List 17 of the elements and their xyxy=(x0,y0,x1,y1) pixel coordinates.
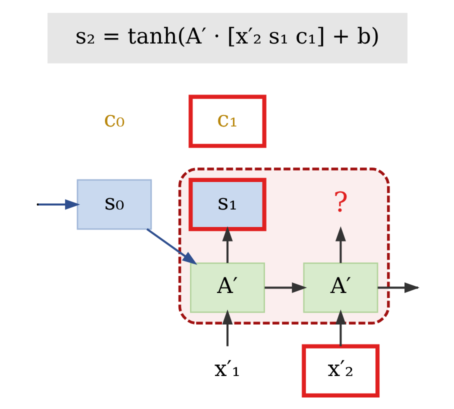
arrow xyxy=(334,309,346,346)
node-box: A′ xyxy=(302,262,378,313)
node-box: c₁ xyxy=(188,94,266,148)
node-text: ? xyxy=(332,187,348,218)
arrow xyxy=(38,199,80,210)
arrow xyxy=(222,226,232,264)
node-box: s₀ xyxy=(76,179,152,230)
arrow xyxy=(146,228,197,265)
node-box: x′₂ xyxy=(301,344,380,398)
node-text: c₀ xyxy=(103,107,124,132)
arrow xyxy=(264,282,306,293)
arrow xyxy=(334,226,346,264)
arrow xyxy=(222,309,232,346)
node-box: A′ xyxy=(190,262,264,313)
node-text: x′₁ xyxy=(214,357,240,382)
node-box: s₁ xyxy=(188,178,266,232)
node-box: s₂ = tanh(A′ · [x′₂ s₁ c₁] + b) xyxy=(47,12,407,64)
